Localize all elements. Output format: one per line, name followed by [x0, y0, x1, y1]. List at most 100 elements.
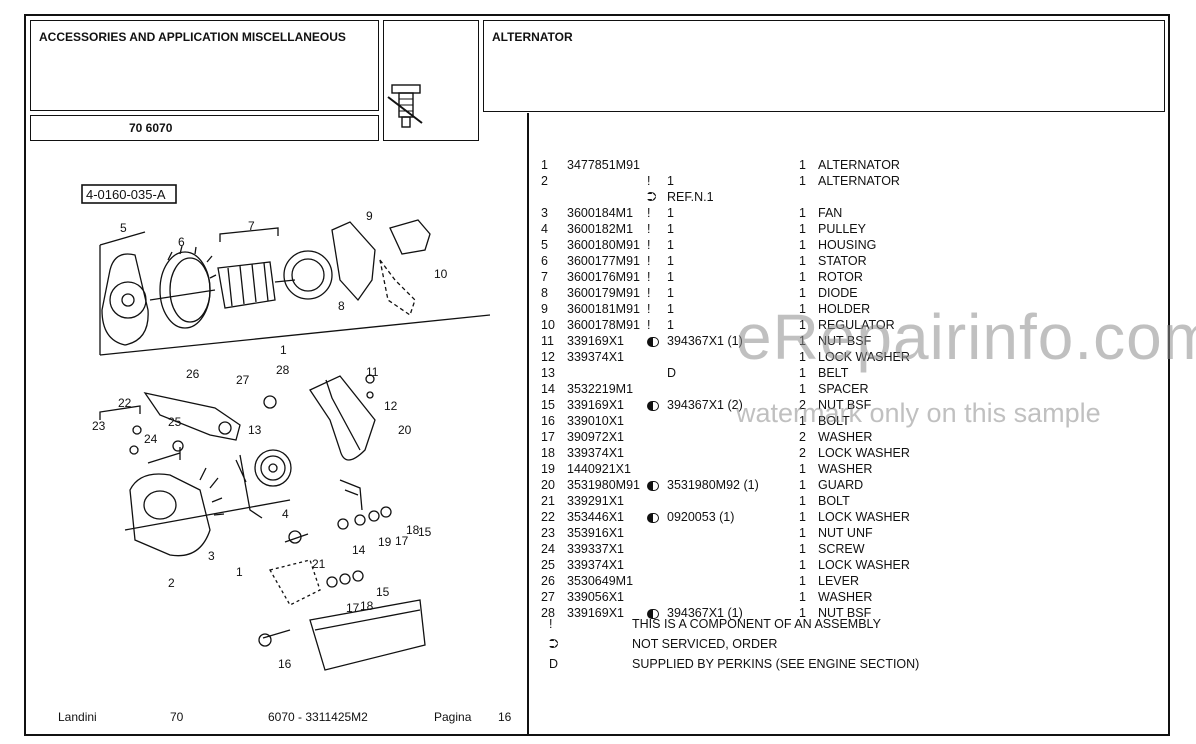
callout: 18: [406, 523, 420, 537]
part-number: 353446X1: [567, 510, 625, 524]
part-ref-number: 2: [541, 174, 548, 188]
part-quantity: 1: [799, 382, 806, 396]
part-quantity: 1: [799, 494, 806, 508]
callout: 27: [236, 373, 250, 387]
part-quantity: 1: [799, 414, 806, 428]
part-description: FAN: [818, 206, 843, 220]
part-description: BOLT: [818, 414, 850, 428]
table-row: 1 3477851M91 1 ALTERNATOR: [535, 157, 1175, 173]
part-number: 339169X1: [567, 398, 625, 412]
part-number: 3477851M91: [567, 158, 640, 172]
part-substitute: 394367X1 (1): [667, 334, 743, 348]
part-quantity: 1: [799, 286, 806, 300]
part-substitute: 3531980M92 (1): [667, 478, 759, 492]
part-number: 339374X1: [567, 446, 625, 460]
part-quantity: 1: [799, 206, 806, 220]
callout: 24: [144, 432, 158, 446]
part-marker: !: [647, 238, 651, 252]
callout: 7: [248, 219, 255, 233]
model-box: 70 6070: [30, 115, 379, 141]
part-substitute: 394367X1 (2): [667, 398, 743, 412]
callout: 16: [278, 657, 292, 671]
part-number: 3531980M91: [567, 478, 640, 492]
part-number: 3600176M91: [567, 270, 640, 284]
callout: 3: [208, 549, 215, 563]
section-title: ACCESSORIES AND APPLICATION MISCELLANEOU…: [39, 30, 346, 44]
section-title-box: ACCESSORIES AND APPLICATION MISCELLANEOU…: [30, 20, 379, 111]
legend-text: SUPPLIED BY PERKINS (SEE ENGINE SECTION): [632, 657, 920, 671]
part-description: LOCK WASHER: [818, 446, 910, 460]
part-number: 390972X1: [567, 430, 625, 444]
part-number: 3530649M1: [567, 574, 634, 588]
pointer-icon: ⮊: [647, 190, 657, 204]
part-description: ROTOR: [818, 270, 863, 284]
part-ref-number: 27: [541, 590, 555, 604]
callout: 8: [338, 299, 345, 313]
part-ref-number: 7: [541, 270, 548, 284]
part-marker: !: [647, 254, 651, 268]
alternative-part-icon: [647, 336, 659, 347]
callout: 13: [248, 423, 262, 437]
alternative-part-icon: [647, 512, 659, 523]
callout: 14: [352, 543, 366, 557]
part-description: BELT: [818, 366, 849, 380]
alternative-part-icon: [647, 480, 659, 491]
callout: 15: [418, 525, 432, 539]
part-quantity: 1: [799, 606, 806, 620]
part-substitute: 1: [667, 286, 674, 300]
part-description: WASHER: [818, 462, 873, 476]
part-description: HOUSING: [818, 238, 877, 252]
part-number: 3600184M1: [567, 206, 634, 220]
part-description: ALTERNATOR: [818, 174, 900, 188]
part-number: 3600182M1: [567, 222, 634, 236]
part-description: LEVER: [818, 574, 859, 588]
part-quantity: 1: [799, 526, 806, 540]
callout: 11: [366, 365, 379, 379]
part-number: 339056X1: [567, 590, 625, 604]
callout: 12: [384, 399, 398, 413]
part-number: 3600180M91: [567, 238, 640, 252]
part-quantity: 1: [799, 238, 806, 252]
part-quantity: 1: [799, 350, 806, 364]
part-description: ALTERNATOR: [818, 158, 900, 172]
part-description: NUT BSF: [818, 334, 872, 348]
column-divider: [527, 113, 529, 736]
callout: 17: [395, 534, 409, 548]
part-substitute: 1: [667, 206, 674, 220]
part-quantity: 1: [799, 542, 806, 556]
table-row: ⮊REF.N.1: [535, 189, 1175, 205]
model-label: 70 6070: [129, 121, 173, 135]
watermark-main: eRepairinfo.com: [736, 301, 1196, 373]
part-description: LOCK WASHER: [818, 510, 910, 524]
part-quantity: 1: [799, 158, 806, 172]
part-ref-number: 18: [541, 446, 555, 460]
part-substitute: 394367X1 (1): [667, 606, 743, 620]
legend-row: ⮊NOT SERVICED, ORDER: [535, 634, 1175, 654]
part-number: 339337X1: [567, 542, 625, 556]
part-marker: !: [647, 222, 651, 236]
part-ref-number: 1: [541, 158, 548, 172]
part-quantity: 1: [799, 590, 806, 604]
part-ref-number: 28: [541, 606, 555, 620]
callout: 23: [92, 419, 106, 433]
part-substitute: 1: [667, 270, 674, 284]
part-ref-number: 22: [541, 510, 555, 524]
part-description: SPACER: [818, 382, 869, 396]
group-icon-box: [383, 20, 479, 141]
watermark-sub: watermark only on this sample: [736, 398, 1101, 428]
callout: 1: [236, 565, 243, 579]
